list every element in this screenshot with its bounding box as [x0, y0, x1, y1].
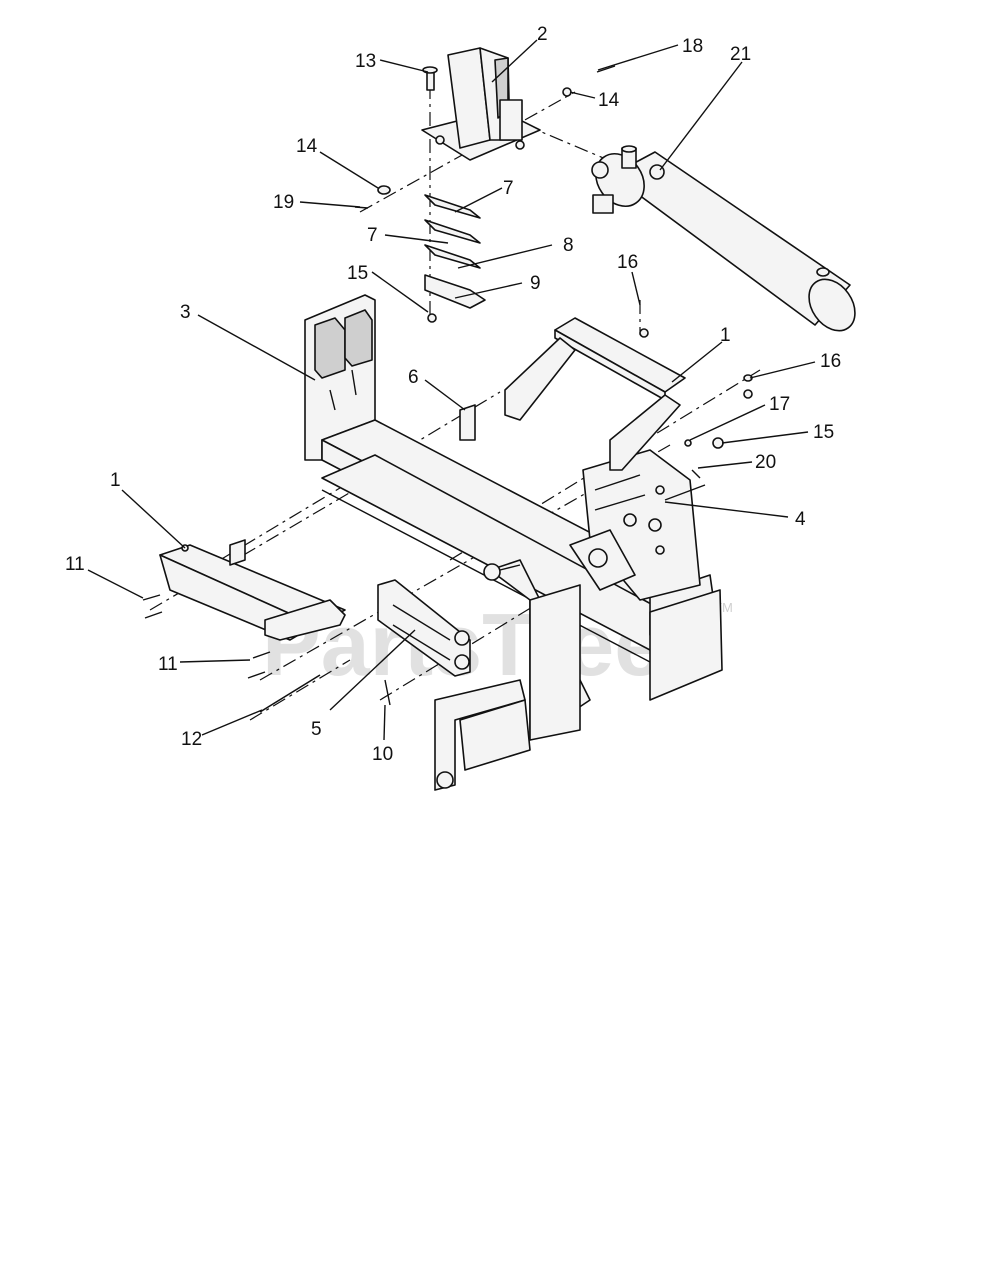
slide-plate [377, 579, 471, 677]
callout-5: 5 [311, 719, 322, 740]
callout-15-upper: 15 [347, 263, 368, 284]
callout-13: 13 [355, 51, 376, 72]
head-hardware [354, 65, 616, 209]
callout-11-lower: 11 [158, 654, 178, 675]
callout-7-upper: 7 [503, 178, 514, 199]
lower-bracket [159, 539, 346, 641]
callout-8: 8 [563, 235, 574, 256]
spacer-plates [424, 194, 486, 323]
hydraulic-cylinder [591, 145, 856, 332]
callout-12: 12 [181, 729, 202, 750]
callout-2: 2 [537, 24, 548, 45]
callout-1-upper: 1 [720, 325, 731, 346]
callout-6: 6 [408, 367, 419, 388]
callout-labels: 2 13 18 21 14 14 19 7 7 8 9 15 16 3 1 6 … [65, 24, 841, 765]
callout-10: 10 [372, 744, 393, 765]
right-hardware [655, 374, 753, 501]
callout-7-lower: 7 [367, 225, 378, 246]
callout-16-upper: 16 [617, 252, 638, 273]
callout-16-right: 16 [820, 351, 841, 372]
callout-15-right: 15 [813, 422, 834, 443]
callout-18: 18 [682, 36, 703, 57]
upper-bracket [504, 317, 686, 471]
callout-19: 19 [273, 192, 294, 213]
callout-4: 4 [795, 509, 806, 530]
leader-lines [87, 39, 816, 741]
callout-3: 3 [180, 302, 191, 323]
callout-20: 20 [755, 452, 776, 473]
lower-fasteners [142, 594, 391, 713]
callout-17: 17 [769, 394, 790, 415]
callout-21: 21 [730, 44, 751, 65]
callout-14-upper: 14 [598, 90, 620, 111]
wedge-head-assembly [421, 47, 541, 161]
main-frame [304, 294, 723, 791]
callout-11-left: 11 [65, 554, 85, 575]
callout-1-lower: 1 [110, 470, 121, 491]
small-bracket [459, 404, 476, 441]
callout-9: 9 [530, 273, 541, 294]
callout-14-left: 14 [296, 136, 318, 157]
